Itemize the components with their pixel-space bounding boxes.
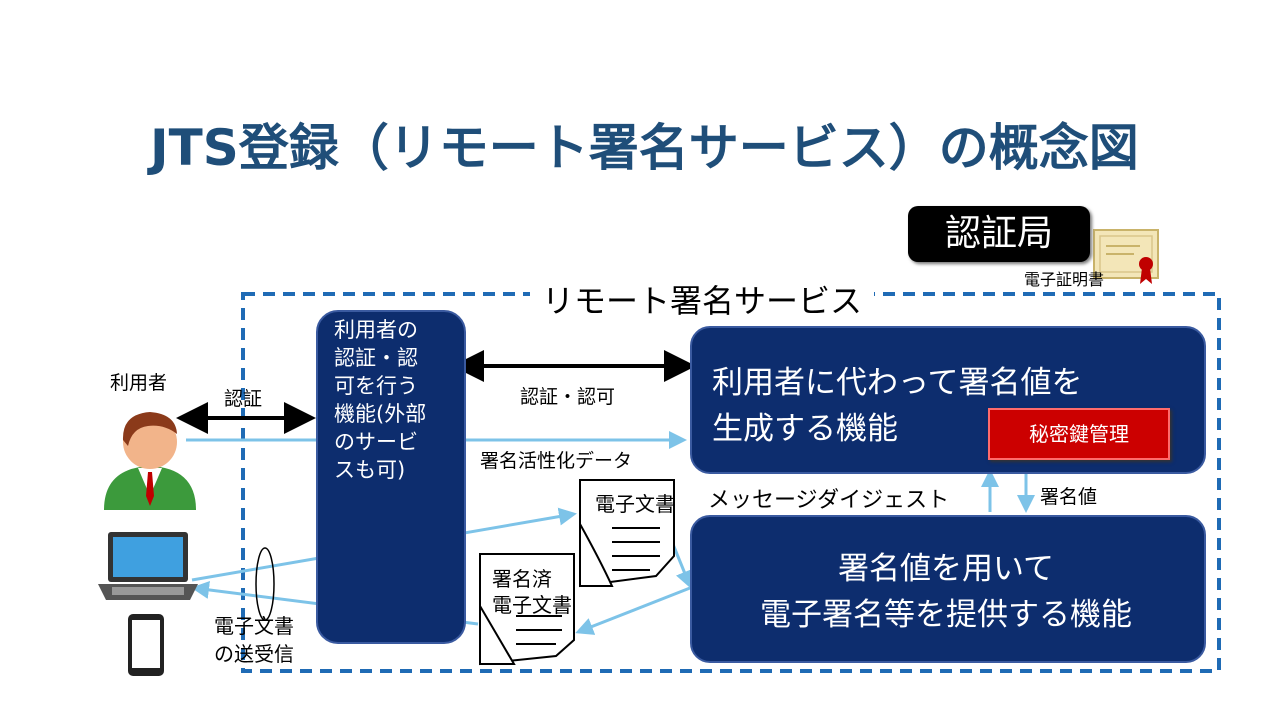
user-label: 利用者 bbox=[110, 372, 168, 394]
authentication-label: 認証 bbox=[224, 388, 263, 410]
laptop-icon bbox=[98, 532, 198, 600]
auth-function-box bbox=[316, 310, 466, 644]
send-receive-label: 電子文書 の送受信 bbox=[214, 614, 294, 666]
document-label: 電子文書 bbox=[595, 492, 675, 516]
user-avatar-icon bbox=[104, 412, 196, 510]
signature-value-label: 署名値 bbox=[1040, 486, 1098, 508]
service-label: リモート署名サービス bbox=[530, 276, 875, 322]
signature-generation-box bbox=[690, 326, 1206, 474]
signature-generation-text: 利用者に代わって署名値を 生成する機能 bbox=[712, 365, 1083, 447]
signature-service-text: 署名値を用いて 電子署名等を提供する機能 bbox=[760, 551, 1132, 633]
transfer-ellipse bbox=[255, 547, 275, 621]
certificate-icon bbox=[1093, 229, 1159, 284]
service-to-signed-arrow bbox=[575, 586, 691, 635]
message-digest-label: メッセージダイジェスト bbox=[708, 488, 950, 513]
document-icon bbox=[579, 479, 675, 588]
auth-authz-label: 認証・認可 bbox=[520, 386, 616, 408]
certificate-authority-box: 認証局 bbox=[908, 206, 1090, 262]
smartphone-icon bbox=[128, 614, 164, 676]
signed-document-icon bbox=[479, 553, 575, 666]
activation-data-label: 署名活性化データ bbox=[480, 450, 633, 472]
certificate-label: 電子証明書 bbox=[1024, 270, 1105, 289]
signed-document-label: 署名済 電子文書 bbox=[492, 567, 572, 617]
signature-service-box bbox=[690, 515, 1206, 663]
key-management-button: 秘密鍵管理 bbox=[988, 408, 1170, 460]
auth-function-text: 利用者の 認証・認 可を行う 機能(外部 のサービ スも可) bbox=[334, 318, 427, 482]
page-title: JTS登録（リモート署名サービス）の概念図 bbox=[150, 119, 1139, 177]
